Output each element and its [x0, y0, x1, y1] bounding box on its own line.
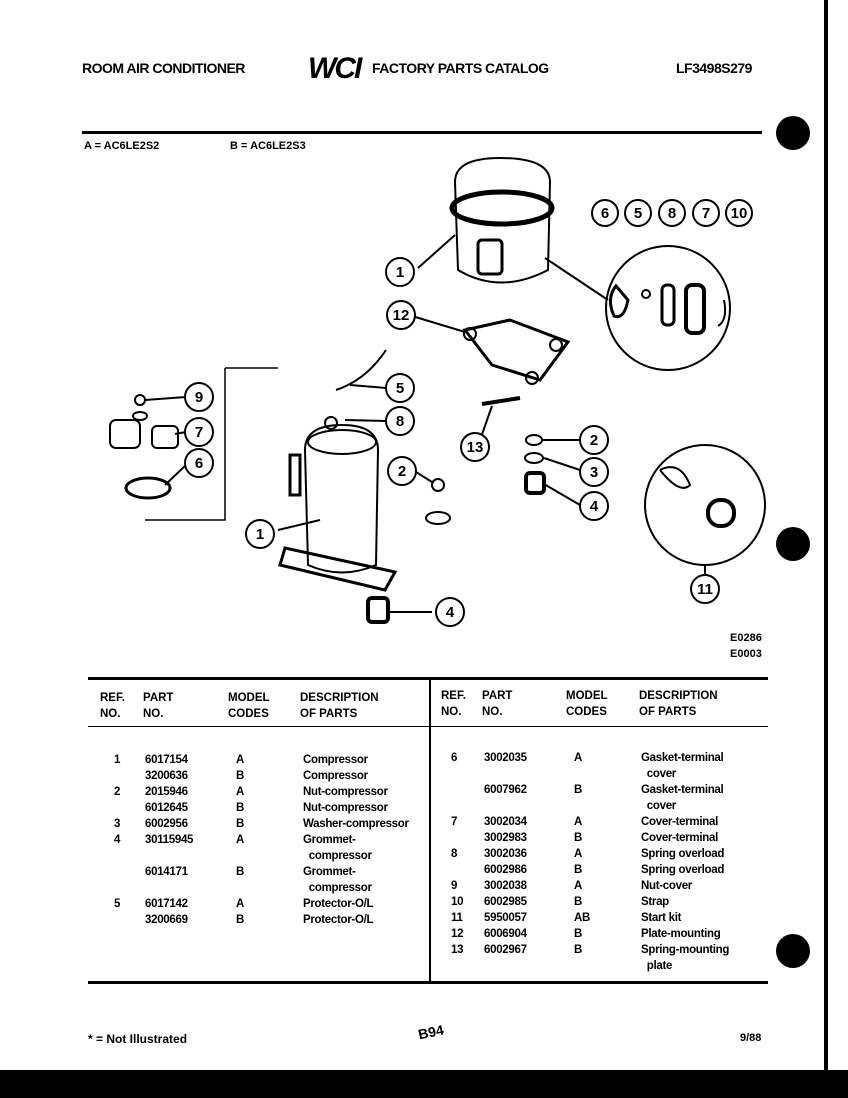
svg-text:11: 11 — [697, 581, 713, 598]
header-model-right: MODEL CODES — [566, 690, 608, 718]
callout-13: 13 — [460, 432, 490, 462]
right-model-column: A B A B A B A B AB B B — [574, 752, 591, 956]
callout-2-lower: 2 — [387, 456, 417, 486]
svg-text:6: 6 — [601, 205, 609, 222]
svg-text:1: 1 — [256, 526, 264, 543]
left-part-column: 6017154 3200636 2015946 6012645 6002956 … — [145, 754, 194, 926]
brand-logo: WCI — [308, 52, 362, 85]
model-a-code: A = AC6LE2S2 — [84, 140, 160, 152]
exploded-parts-diagram: 1 12 13 2 3 4 6 5 8 7 10 9 7 6 5 8 2 1 4… — [109, 156, 766, 627]
binder-hole — [776, 527, 810, 561]
header-desc: DESCRIPTION OF PARTS — [300, 692, 379, 720]
callout-4-right: 4 — [579, 491, 609, 521]
left-desc-column: Compressor Compressor Nut-compressor Nut… — [303, 754, 409, 926]
svg-text:12: 12 — [393, 307, 410, 324]
callout-8-lower: 8 — [385, 406, 415, 436]
callout-7-top: 7 — [692, 199, 720, 227]
callout-6-left: 6 — [184, 448, 214, 478]
header-part: PART NO. — [143, 692, 174, 720]
svg-text:4: 4 — [446, 604, 455, 621]
svg-text:9: 9 — [195, 389, 203, 406]
callout-1-upper: 1 — [385, 257, 415, 287]
callout-3: 3 — [579, 457, 609, 487]
callout-5-lower: 5 — [385, 373, 415, 403]
callout-11: 11 — [690, 574, 720, 604]
diagram-code-1: E0286 — [730, 632, 762, 644]
mounting-plate-shape — [462, 318, 571, 382]
header-desc-right: DESCRIPTION OF PARTS — [639, 690, 718, 718]
callout-1-lower: 1 — [245, 519, 275, 549]
svg-text:2: 2 — [398, 463, 406, 480]
svg-text:6: 6 — [195, 455, 203, 472]
callout-4-lower: 4 — [435, 597, 465, 627]
svg-text:8: 8 — [396, 413, 404, 430]
left-model-column: A B A B B A B A B — [236, 754, 245, 926]
binder-hole — [776, 116, 810, 150]
svg-text:3: 3 — [590, 464, 598, 481]
right-desc-column: Gasket-terminal cover Gasket-terminal co… — [641, 752, 730, 972]
compressor-shape — [453, 156, 552, 284]
right-ref-column: 6 7 8 9 10 11 12 13 — [451, 752, 464, 956]
svg-text:13: 13 — [467, 439, 484, 456]
binder-hole — [776, 934, 810, 968]
callout-10: 10 — [725, 199, 753, 227]
right-part-column: 3002035 6007962 3002034 3002983 3002036 … — [484, 752, 527, 956]
callout-2-right: 2 — [579, 425, 609, 455]
svg-text:8: 8 — [668, 205, 676, 222]
left-ref-column: 1 2 3 4 5 — [114, 754, 121, 910]
svg-text:10: 10 — [731, 205, 748, 222]
table-bottom-rule — [88, 981, 768, 984]
catalog-title: FACTORY PARTS CATALOG — [372, 60, 549, 76]
svg-text:2: 2 — [590, 432, 598, 449]
scan-edge — [0, 1070, 848, 1098]
svg-text:5: 5 — [634, 205, 642, 222]
callout-9: 9 — [184, 382, 214, 412]
header-ref: REF. NO. — [100, 692, 125, 720]
svg-text:5: 5 — [396, 380, 404, 397]
svg-text:1: 1 — [396, 264, 404, 281]
catalog-number: LF3498S279 — [676, 60, 752, 76]
header-ref-right: REF. NO. — [441, 690, 466, 718]
header-rule — [82, 131, 762, 134]
header-part-right: PART NO. — [482, 690, 513, 718]
table-divider — [429, 680, 431, 981]
page-frame — [824, 0, 828, 1098]
callout-5-top: 5 — [624, 199, 652, 227]
callout-6-top: 6 — [591, 199, 619, 227]
svg-text:7: 7 — [195, 424, 203, 441]
table-top-rule — [88, 677, 768, 680]
lower-compressor-shape — [303, 423, 380, 574]
table-header-rule — [88, 726, 768, 727]
diagram-code-2: E0003 — [730, 648, 762, 660]
callout-12: 12 — [386, 300, 416, 330]
callout-7-left: 7 — [184, 417, 214, 447]
svg-text:4: 4 — [590, 498, 599, 515]
footer-note: * = Not Illustrated — [88, 1032, 188, 1046]
model-b-code: B = AC6LE2S3 — [230, 140, 306, 152]
callout-8-top: 8 — [658, 199, 686, 227]
svg-text:7: 7 — [702, 205, 710, 222]
header-left-title: ROOM AIR CONDITIONER — [82, 60, 245, 76]
footer-date: 9/88 — [740, 1032, 762, 1044]
header-model: MODEL CODES — [228, 692, 270, 720]
